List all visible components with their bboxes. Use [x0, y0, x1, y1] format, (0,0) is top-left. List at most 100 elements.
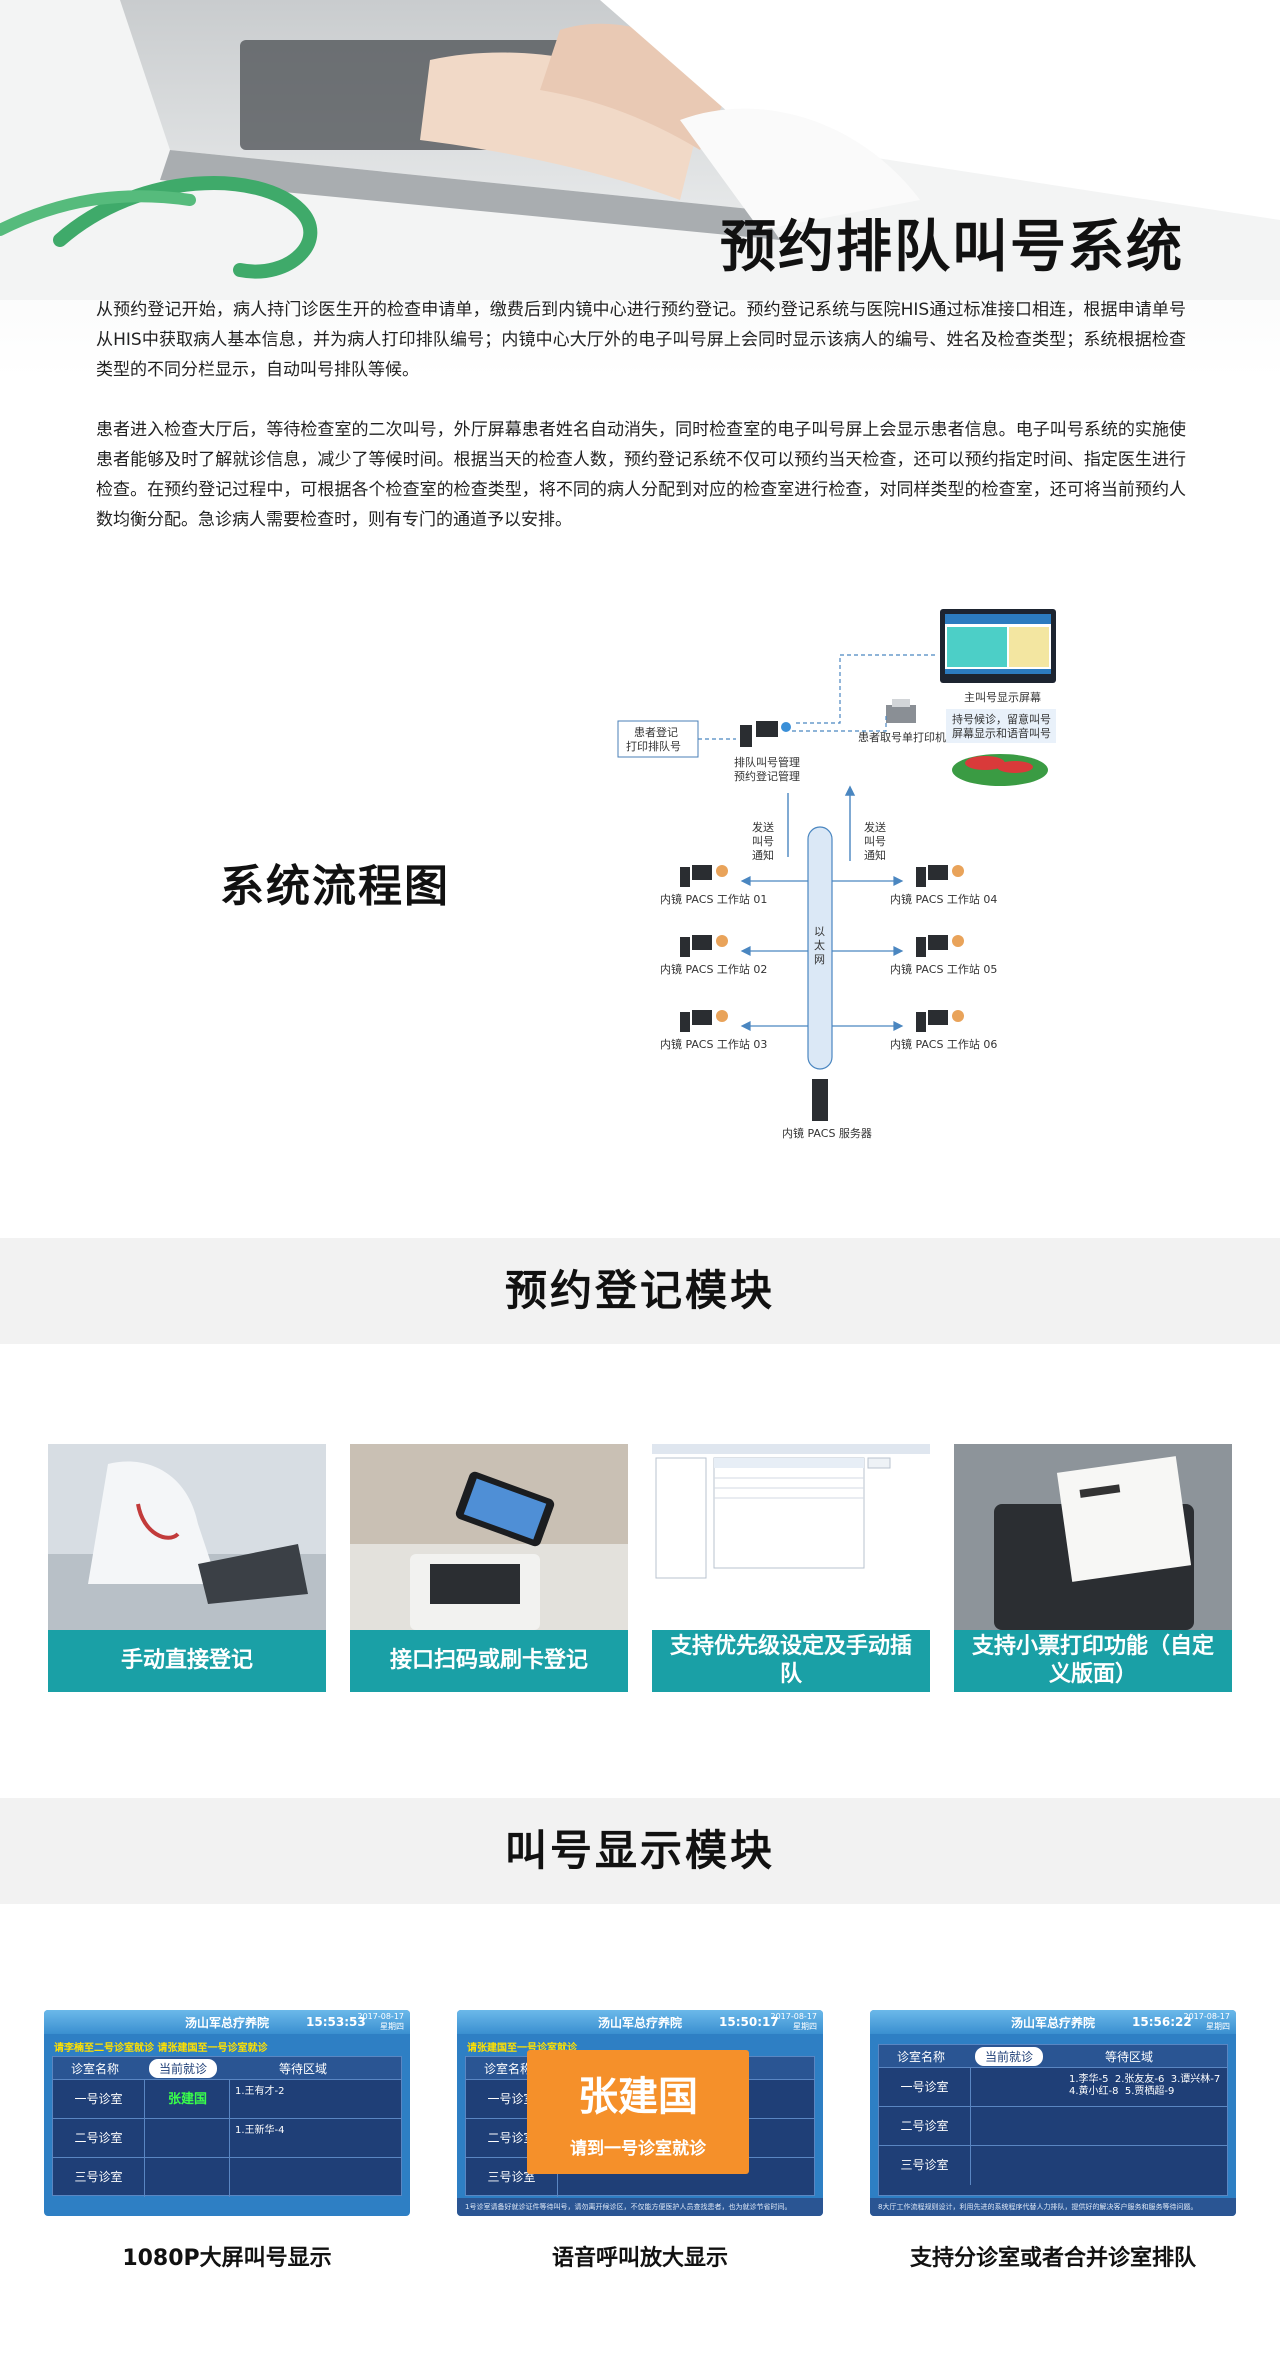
waiting-list: 1.王新华-4 — [235, 2125, 285, 2136]
ethernet-bus — [807, 826, 833, 1070]
table-row: 三号诊室 — [53, 2157, 401, 2197]
room-name: 三号诊室 — [53, 2158, 145, 2197]
receipt-printer-image — [954, 1444, 1232, 1630]
system-flow-diagram: 主叫号显示屏幕 持号候诊，留意叫号 屏幕显示和语音叫号 患者取号单打印机 患者登… — [617, 609, 1056, 1140]
screen-ticker: 请张建国至一号诊室就诊 — [467, 2043, 577, 2054]
ticket-printer-icon — [886, 699, 916, 723]
server-icon — [812, 1079, 828, 1121]
screen-date: 2017-08-17 星期四 — [1183, 2012, 1231, 2031]
card-priority: 支持优先级设定及手动插队 — [652, 1444, 930, 1692]
workstation-03-label: 内镜 PACS 工作站 03 — [660, 1037, 767, 1051]
col-room: 诊室名称 — [484, 2062, 533, 2076]
room-name: 二号诊室 — [53, 2119, 145, 2158]
hospital-name: 汤山军总疗养院 — [184, 2016, 269, 2030]
col-wait: 等待区域 — [1105, 2050, 1154, 2064]
display-module-title: 叫号显示模块 — [504, 1826, 775, 1875]
room-name: 一号诊室 — [879, 2068, 971, 2107]
ethernet-label-1: 以 — [814, 925, 825, 938]
card-caption: 支持优先级设定及手动插队 — [652, 1630, 930, 1692]
queue-table: 诊室名称 当前就诊 等待区域 一号诊室 1.李华-5 2.张友友-6 3.谭兴林… — [878, 2044, 1228, 2196]
current-patient: 张建国 — [146, 2080, 230, 2119]
manager-label-1: 排队叫号管理 — [734, 755, 800, 769]
screen-voice-popup: 汤山军总疗养院 15:50:17 2017-08-17 星期四 请张建国至一号诊… — [457, 2010, 823, 2216]
screen-header-bar — [870, 2010, 1236, 2034]
printer-label: 患者取号单打印机 — [858, 730, 946, 744]
workstation-05-label: 内镜 PACS 工作站 05 — [890, 962, 997, 976]
col-current: 当前就诊 — [149, 2059, 218, 2078]
send-right-2: 叫号 — [864, 835, 886, 848]
hero-section: 预约排队叫号系统 从预约登记开始，病人持门诊医生开的检查申请单，缴费后到内镜中心… — [0, 0, 1280, 540]
queue-table-header: 诊室名称 当前就诊 等待区域 — [53, 2057, 401, 2079]
ethernet-label-3: 网 — [814, 953, 825, 966]
current-patient — [146, 2158, 230, 2197]
call-popup: 张建国 请到一号诊室就诊 — [527, 2050, 749, 2174]
table-row: 一号诊室 1.李华-5 2.张友友-6 3.谭兴林-7 4.黄小红-8 5.贾栖… — [879, 2067, 1227, 2107]
register-feature-cards: 手动直接登记 接口扫码或刷卡登记 支持优先级设定及手动插队 — [48, 1444, 1232, 1692]
room-name: 二号诊室 — [879, 2107, 971, 2146]
register-module-title: 预约登记模块 — [504, 1266, 775, 1315]
register-label-1: 患者登记 — [634, 725, 678, 739]
display-module-header: 叫号显示模块 — [0, 1798, 1280, 1904]
card-caption: 接口扫码或刷卡登记 — [350, 1630, 628, 1692]
workstation-04-label: 内镜 PACS 工作站 04 — [890, 892, 997, 906]
col-current: 当前就诊 — [975, 2047, 1044, 2066]
waiting-patients-icon — [952, 754, 1048, 786]
screen-note-line-2: 屏幕显示和语音叫号 — [952, 726, 1051, 740]
doctor-laptop-image — [48, 1444, 326, 1630]
hospital-name: 汤山军总疗养院 — [597, 2016, 682, 2030]
main-screen-label: 主叫号显示屏幕 — [964, 690, 1041, 704]
screen-date: 2017-08-17 星期四 — [770, 2012, 818, 2031]
main-display-screen-icon — [940, 609, 1056, 683]
screen-caption: 支持分诊室或者合并诊室排队 — [909, 2246, 1196, 2271]
waiting-list: 1.李华-5 2.张友友-6 3.谭兴林-7 4.黄小红-8 5.贾栖超-9 — [1069, 2074, 1221, 2097]
col-room: 诊室名称 — [897, 2050, 946, 2064]
card-caption: 支持小票打印功能（自定义版面） — [954, 1630, 1232, 1692]
screen-footer: 8大厅工作流程规则设计，利用先进的系统程序代替人力排队，提供好的解决客户服务和服… — [870, 2198, 1236, 2216]
screen-merged-queue: 汤山军总疗养院 15:56:22 2017-08-17 星期四 诊室名称 当前就… — [870, 2010, 1236, 2216]
screen-footer: 1号诊室请备好就诊证件等待叫号，请勿离开候诊区，不仅能方便医护人员查找患者，也为… — [457, 2198, 823, 2216]
waiting-list: 1.王有才-2 — [235, 2086, 285, 2097]
send-left-3: 通知 — [752, 848, 774, 862]
send-left-2: 叫号 — [752, 835, 774, 848]
card-manual-register: 手动直接登记 — [48, 1444, 326, 1692]
table-row: 二号诊室 — [879, 2106, 1227, 2146]
ethernet-label-2: 太 — [814, 939, 825, 952]
screen-ticker: 请李楠至二号诊室就诊 请张建国至一号诊室就诊 — [54, 2043, 268, 2054]
workstation-06-label: 内镜 PACS 工作站 06 — [890, 1037, 997, 1051]
intro-paragraph-1: 从预约登记开始，病人持门诊医生开的检查申请单，缴费后到内镜中心进行预约登记。预约… — [96, 300, 1186, 380]
manager-workstation-icon — [740, 721, 791, 747]
col-room: 诊室名称 — [71, 2062, 120, 2076]
screen-1080p: 汤山军总疗养院 15:53:53 2017-08-17 星期四 请李楠至二号诊室… — [44, 2010, 410, 2216]
register-module-header: 预约登记模块 — [0, 1238, 1280, 1344]
screen-time: 15:50:17 — [719, 2015, 779, 2029]
screen-caption: 1080P大屏叫号显示 — [122, 2246, 332, 2271]
popup-patient-name: 张建国 — [578, 2074, 698, 2120]
screen-date: 2017-08-17 星期四 — [357, 2012, 405, 2031]
send-right-1: 发送 — [864, 820, 886, 834]
queue-table: 诊室名称 当前就诊 等待区域 一号诊室 张建国 1.王有才-2 二号诊室 1.王… — [52, 2056, 402, 2197]
room-name: 三号诊室 — [466, 2158, 558, 2197]
software-window-image — [652, 1444, 930, 1630]
screen-note-line-1: 持号候诊，留意叫号 — [952, 712, 1051, 726]
table-row: 二号诊室 1.王新华-4 — [53, 2118, 401, 2158]
page-title: 预约排队叫号系统 — [720, 215, 1184, 280]
card-caption: 手动直接登记 — [48, 1630, 326, 1692]
send-left-1: 发送 — [752, 820, 774, 834]
intro-paragraph-2: 患者进入检查大厅后，等待检查室的二次叫号，外厅屏幕患者姓名自动消失，同时检查室的… — [96, 420, 1186, 530]
manager-label-2: 预约登记管理 — [734, 769, 800, 783]
card-ticket-print: 支持小票打印功能（自定义版面） — [954, 1444, 1232, 1692]
screen-time: 15:53:53 — [306, 2015, 366, 2029]
col-wait: 等待区域 — [279, 2062, 328, 2076]
phone-scanner-image — [350, 1444, 628, 1630]
display-screens: 汤山军总疗养院 15:53:53 2017-08-17 星期四 请李楠至二号诊室… — [44, 2010, 1236, 2290]
workstation-02-label: 内镜 PACS 工作站 02 — [660, 962, 767, 976]
hospital-name: 汤山军总疗养院 — [1010, 2016, 1095, 2030]
room-name: 一号诊室 — [53, 2080, 145, 2119]
screen-header-bar — [457, 2010, 823, 2034]
card-scan-register: 接口扫码或刷卡登记 — [350, 1444, 628, 1692]
hero-laptop-doctor-image — [0, 0, 1280, 300]
workstation-icons — [680, 865, 964, 1032]
room-name: 三号诊室 — [879, 2146, 971, 2185]
screen-time: 15:56:22 — [1132, 2015, 1192, 2029]
screen-header-bar — [44, 2010, 410, 2034]
